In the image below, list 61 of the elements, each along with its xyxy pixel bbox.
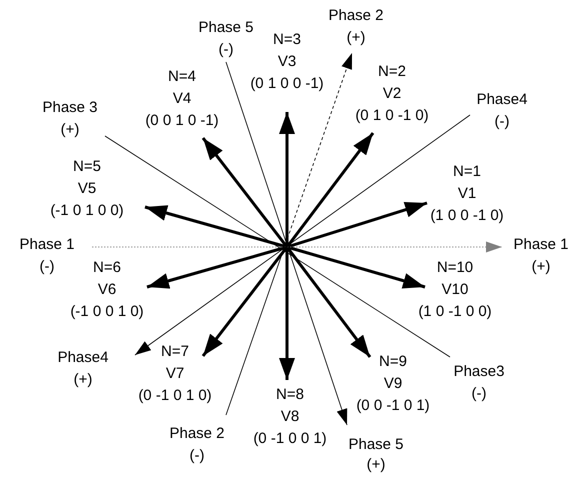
phase-name: Phase 5 — [198, 18, 254, 38]
vector-number: N=5 — [73, 157, 101, 177]
vector-number: N=10 — [436, 258, 474, 278]
vector-number: N=3 — [273, 30, 301, 50]
polarity-sign: (-) — [494, 112, 510, 132]
polarity-sign: (-) — [40, 257, 54, 277]
phase-name: Phase3 — [454, 362, 504, 382]
vector-number: N=2 — [378, 62, 406, 82]
vector-arrow — [144, 205, 288, 248]
vector-name: V10 — [442, 280, 468, 300]
phase-name: Phase 1 — [19, 235, 75, 255]
switching-state: (0 -1 0 1 0) — [138, 386, 212, 406]
polarity-sign: (+) — [60, 120, 80, 140]
polarity-sign: (+) — [346, 28, 366, 48]
vector-arrow — [286, 246, 426, 289]
switching-state: (0 -1 0 0 1) — [253, 429, 327, 449]
vector-number: N=6 — [93, 258, 121, 278]
switching-state: (0 0 -1 0 1) — [356, 396, 430, 416]
polarity-sign: (-) — [472, 384, 486, 404]
vector-number: N=7 — [161, 342, 189, 362]
vector-name: V6 — [98, 280, 116, 300]
vector-number: N=4 — [168, 67, 196, 87]
polarity-sign: (-) — [218, 40, 234, 60]
vector-name: V9 — [384, 374, 402, 394]
polarity-sign: (-) — [190, 446, 204, 466]
vector-number: N=8 — [276, 385, 304, 405]
vector-arrow — [202, 246, 288, 357]
phase-name: Phase4 — [476, 90, 528, 110]
vector-name: V3 — [278, 52, 296, 72]
vector-name: V7 — [166, 364, 184, 384]
phase-name: Phase 5 — [348, 435, 404, 455]
polarity-sign: (+) — [74, 370, 92, 390]
vector-arrow — [279, 112, 295, 247]
phase-axis-arrow — [92, 242, 502, 252]
polarity-sign: (+) — [532, 257, 550, 277]
vector-name: V1 — [458, 184, 476, 204]
phase-axis-line — [104, 136, 450, 358]
vector-name: V4 — [172, 89, 192, 109]
vector-name: V5 — [78, 179, 96, 199]
phase-name: Phase 3 — [42, 98, 98, 118]
vector-number: N=9 — [379, 352, 407, 372]
switching-state: (0 0 1 0 -1) — [145, 111, 219, 131]
phase-name: Phase 2 — [169, 424, 225, 444]
switching-state: (-1 0 1 0 0) — [50, 201, 124, 221]
switching-state: (1 0 0 -1 0) — [430, 206, 504, 226]
vector-arrow — [279, 247, 295, 380]
vector-arrow — [202, 137, 288, 248]
switching-state: (1 0 -1 0 0) — [418, 302, 492, 322]
polarity-sign: (+) — [366, 455, 386, 475]
vector-arrow — [286, 246, 372, 358]
vector-number: N=1 — [453, 162, 481, 182]
vector-name: V2 — [382, 84, 402, 104]
vector-name: V8 — [280, 407, 300, 427]
switching-state: (0 1 0 0 -1) — [250, 74, 324, 94]
phase-name: Phase 1 — [513, 235, 569, 255]
phase-name: Phase 2 — [328, 6, 384, 26]
phase-axis-arrow — [134, 114, 470, 356]
phase-name: Phase4 — [58, 348, 108, 368]
switching-state: (0 1 0 -1 0) — [355, 106, 429, 126]
switching-state: (-1 0 0 1 0) — [70, 302, 144, 322]
vector-arrow — [286, 132, 374, 248]
